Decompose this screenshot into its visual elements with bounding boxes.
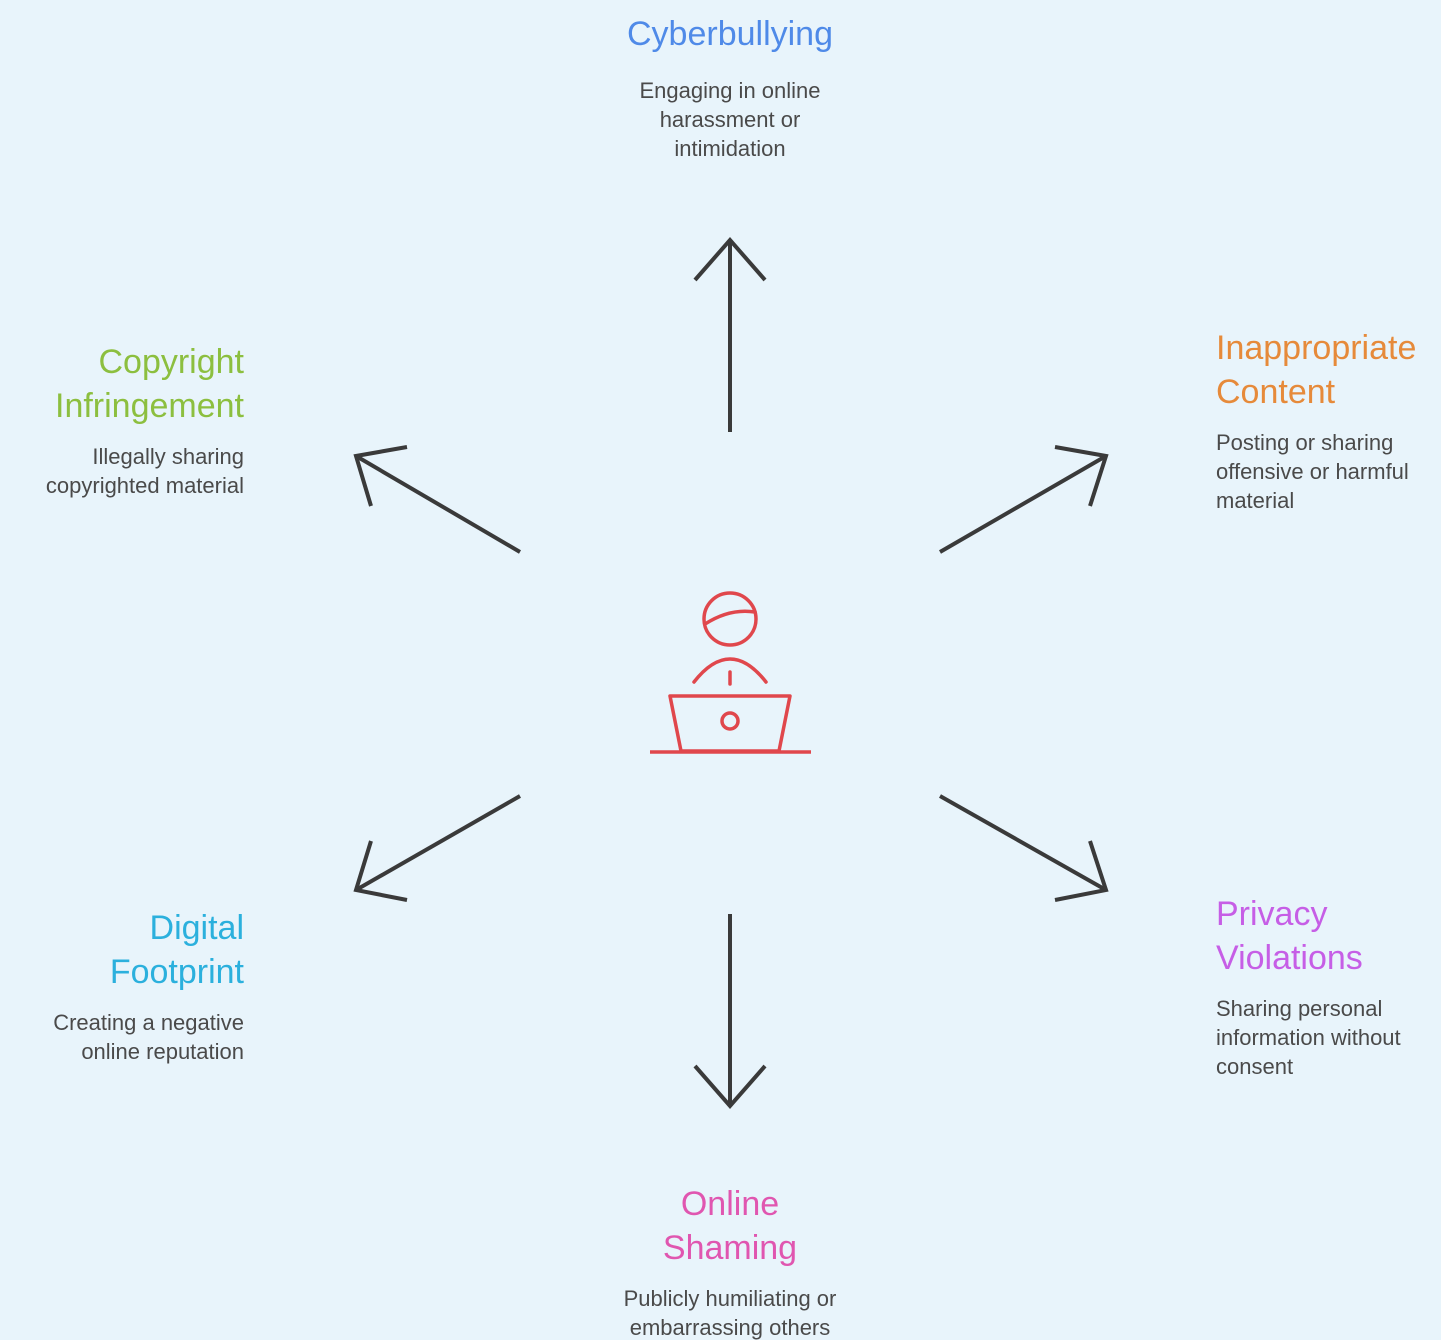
node-copyright-infringement: Copyright Infringement Illegally sharing… [0, 340, 244, 500]
node-online-shaming: Online Shaming Publicly humiliating or e… [560, 1182, 900, 1340]
arrow-to-digital-footprint [353, 794, 521, 902]
arrow-to-cyberbullying [693, 236, 767, 432]
node-description: Illegally sharing copyrighted material [45, 444, 244, 498]
arrow-to-copyright-infringement [353, 445, 522, 554]
node-title: Privacy Violations [1216, 895, 1363, 977]
node-privacy-violations: Privacy Violations Sharing personal info… [1216, 892, 1441, 1081]
arrow-to-inappropriate-content [938, 445, 1109, 554]
arrow-to-online-shaming [693, 914, 767, 1110]
node-title: Digital Footprint [109, 909, 244, 991]
node-description: Creating a negative online reputation [53, 1010, 244, 1064]
node-title: Online Shaming [662, 1185, 798, 1267]
node-inappropriate-content: Inappropriate Content Posting or sharing… [1216, 326, 1441, 515]
node-title: Inappropriate Content [1216, 329, 1417, 411]
node-description: Publicly humiliating or embarrassing oth… [623, 1286, 837, 1340]
node-title: Cyberbullying [627, 15, 833, 53]
node-cyberbullying: Cyberbullying Engaging in online harassm… [560, 12, 900, 163]
node-description: Posting or sharing offensive or harmful … [1216, 430, 1409, 513]
node-title: Copyright Infringement [55, 343, 244, 425]
arrow-to-privacy-violations [939, 794, 1109, 902]
node-digital-footprint: Digital Footprint Creating a negative on… [0, 906, 244, 1066]
node-description: Sharing personal information without con… [1216, 996, 1401, 1079]
person-at-laptop-icon [650, 591, 811, 754]
node-description: Engaging in online harassment or intimid… [639, 78, 821, 161]
